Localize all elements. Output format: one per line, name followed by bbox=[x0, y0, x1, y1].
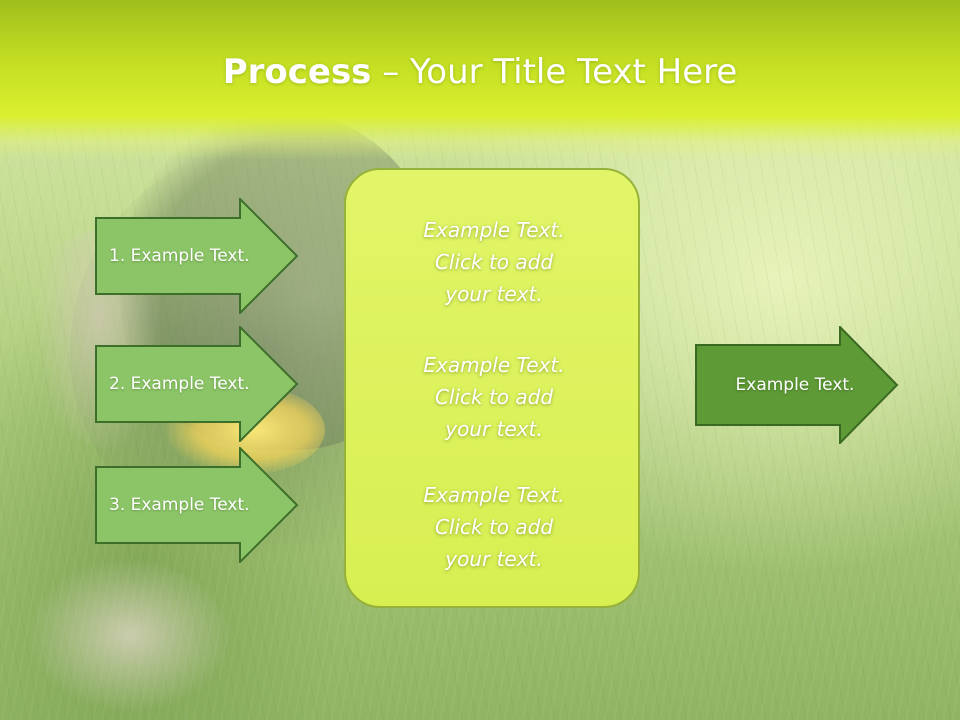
step-arrow-3[interactable]: 3. Example Text. bbox=[95, 447, 299, 563]
center-block-2[interactable]: Example Text. Click to add your text. bbox=[346, 349, 642, 445]
center-block-2-line2: Click to add bbox=[434, 385, 554, 409]
slide-title[interactable]: Process – Your Title Text Here bbox=[0, 52, 960, 92]
photo-person-hands bbox=[30, 560, 230, 710]
center-block-2-line1: Example Text. bbox=[423, 353, 565, 377]
output-label: Example Text. bbox=[735, 375, 855, 395]
center-block-1-line3: your text. bbox=[445, 282, 543, 306]
title-band bbox=[0, 0, 960, 160]
step-label-1: 1. Example Text. bbox=[109, 246, 250, 266]
step-label-2: 2. Example Text. bbox=[109, 374, 250, 394]
center-block-3-line2: Click to add bbox=[434, 515, 554, 539]
center-block-1-line2: Click to add bbox=[434, 250, 554, 274]
output-arrow[interactable]: Example Text. bbox=[695, 326, 899, 444]
center-block-3[interactable]: Example Text. Click to add your text. bbox=[346, 479, 642, 575]
step-arrow-2[interactable]: 2. Example Text. bbox=[95, 326, 299, 442]
center-block-1[interactable]: Example Text. Click to add your text. bbox=[346, 214, 642, 310]
step-arrow-1[interactable]: 1. Example Text. bbox=[95, 198, 299, 314]
center-text-box[interactable]: Example Text. Click to add your text. Ex… bbox=[344, 168, 640, 608]
step-label-3: 3. Example Text. bbox=[109, 495, 250, 515]
center-block-1-line1: Example Text. bbox=[423, 218, 565, 242]
center-block-3-line3: your text. bbox=[445, 547, 543, 571]
center-block-2-line3: your text. bbox=[445, 417, 543, 441]
title-rest: – Your Title Text Here bbox=[371, 52, 738, 92]
title-bold: Process bbox=[222, 52, 372, 92]
center-block-3-line1: Example Text. bbox=[423, 483, 565, 507]
